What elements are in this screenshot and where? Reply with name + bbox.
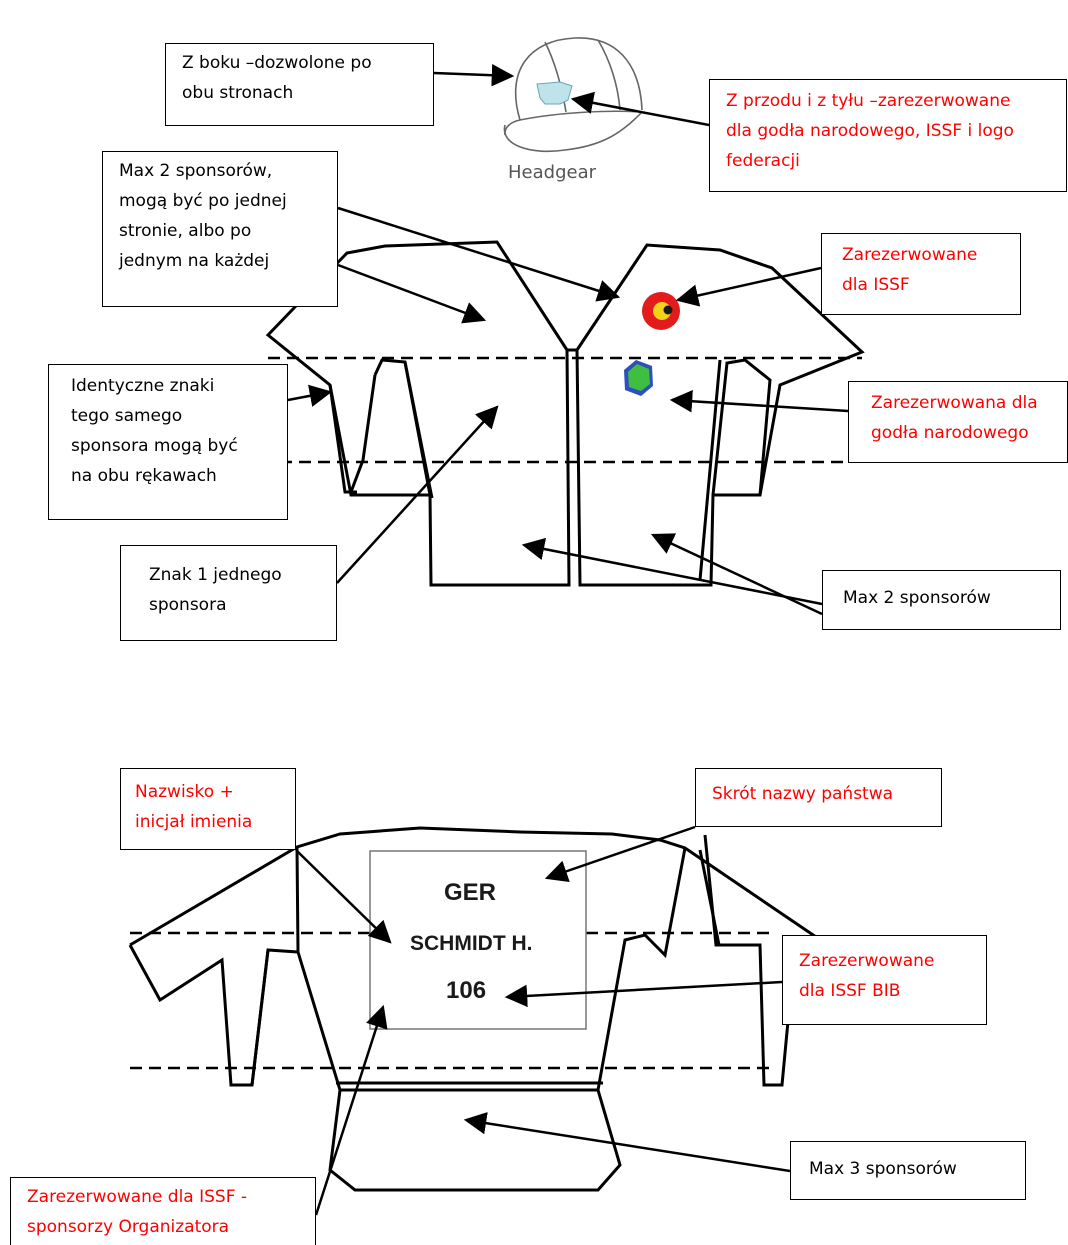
headgear-label: Headgear	[508, 162, 597, 183]
national-emblem	[624, 360, 653, 396]
annotation-front-back-headgear: Z przodu i z tyłu –zarezerwowane dla god…	[709, 79, 1067, 192]
annotation-side-headgear: Z boku –dozwolone po obu stronach	[165, 43, 434, 126]
annotation-max2-collar: Max 2 sponsorów, mogą być po jednej stro…	[102, 151, 338, 307]
jacket-front	[265, 240, 865, 587]
bib-number: 106	[446, 977, 486, 1004]
bib-name: SCHMIDT H.	[410, 932, 533, 955]
headgear-cap	[503, 37, 643, 153]
headgear-ribbon-logo	[536, 81, 573, 105]
annotation-max3: Max 3 sponsorów	[790, 1141, 1026, 1200]
annotation-arrows	[287, 63, 849, 1216]
annotation-sleeves: Identyczne znaki tego samego sponsora mo…	[48, 364, 288, 520]
jacket-front-guide-lines	[268, 356, 862, 464]
jacket-back	[128, 826, 853, 1192]
annotation-organizer: Zarezerwowane dla ISSF - sponsorzy Organ…	[10, 1177, 316, 1245]
annotation-country-abbr: Skrót nazwy państwa	[695, 768, 942, 827]
annotation-one-sponsor: Znak 1 jednego sponsora	[120, 545, 337, 641]
annotation-issf-reserved: Zarezerwowane dla ISSF	[821, 233, 1021, 315]
annotation-surname: Nazwisko + inicjał imienia	[120, 768, 296, 850]
issf-mark	[642, 292, 680, 330]
annotation-national-emblem: Zarezerwowana dla godła narodowego	[848, 381, 1068, 463]
jacket-back-guide-lines	[130, 931, 775, 1070]
bib-country: GER	[444, 879, 496, 906]
annotation-max2-bottom: Max 2 sponsorów	[822, 570, 1061, 630]
annotation-issf-bib: Zarezerwowane dla ISSF BIB	[782, 935, 987, 1025]
